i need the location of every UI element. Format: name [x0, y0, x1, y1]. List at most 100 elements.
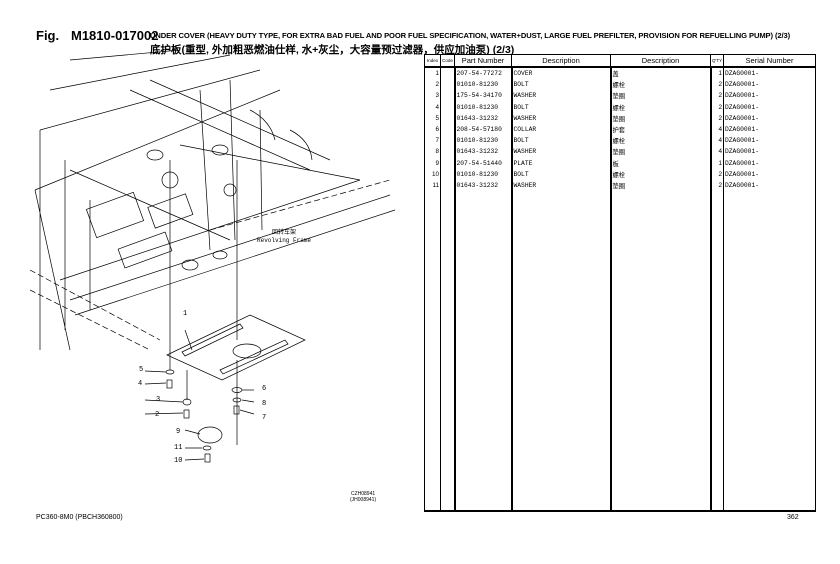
cell-description-cn: 螺栓	[609, 168, 711, 180]
empty-cell	[453, 191, 512, 513]
cell-index: 10	[424, 168, 441, 180]
cell-index: 1	[424, 67, 441, 80]
cell-description-en: WASHER	[510, 90, 611, 102]
empty-cell	[424, 191, 441, 513]
cell-serial-number: DZAG0001-	[723, 168, 816, 180]
cell-serial-number: DZAG0001-	[723, 67, 816, 80]
callout-9: 9	[176, 428, 181, 436]
cell-serial-number: DZAG0001-	[723, 112, 816, 124]
cell-description-en: BOLT	[510, 168, 611, 180]
cell-part-number: 01643-31232	[453, 146, 512, 158]
cell-code	[440, 123, 455, 136]
cell-qty: 2	[709, 79, 724, 91]
table-filler-row	[424, 191, 816, 513]
cell-description-en: BOLT	[510, 135, 611, 147]
header-qty: Q'TY	[710, 54, 724, 68]
cell-description-en: PLATE	[510, 157, 611, 169]
cell-description-cn: 垫圈	[609, 90, 711, 102]
cell-qty: 4	[709, 123, 724, 136]
cell-code	[440, 135, 455, 147]
cell-part-number: 01010-81230	[453, 168, 512, 180]
cell-qty: 2	[709, 112, 724, 124]
cell-serial-number: DZAG0001-	[723, 101, 816, 113]
cell-part-number: 01643-31232	[453, 112, 512, 124]
cell-description-cn: 垫圈	[609, 146, 711, 158]
title-chinese: 底护板(重型, 外加粗恶燃油仕样, 水+灰尘，大容量预过滤器，供应加油泵) (2…	[150, 44, 515, 56]
under-cover-plate	[166, 314, 306, 445]
cell-serial-number: DZAG0001-	[723, 157, 816, 169]
callout-1: 1	[183, 310, 188, 318]
cell-description-cn: 盖	[609, 67, 711, 80]
fasteners	[144, 329, 255, 463]
callout-7: 7	[262, 414, 267, 422]
cell-code	[440, 179, 455, 192]
cell-index: 4	[424, 101, 441, 113]
cell-code	[440, 146, 455, 158]
cell-serial-number: DZAG0001-	[723, 90, 816, 102]
cell-qty: 4	[709, 146, 724, 158]
empty-cell	[510, 191, 611, 513]
header-code: Code	[440, 54, 455, 68]
callout-8: 8	[262, 400, 267, 408]
page-number: 362	[787, 514, 799, 521]
cell-description-en: WASHER	[510, 112, 611, 124]
illustration-code-2: (JH008941)	[350, 497, 377, 503]
cell-code	[440, 90, 455, 102]
cell-description-en: WASHER	[510, 146, 611, 158]
cell-description-cn: 螺栓	[609, 135, 711, 147]
cell-index: 2	[424, 79, 441, 91]
header-index: Index	[424, 54, 441, 68]
cell-code	[440, 112, 455, 124]
cell-description-en: BOLT	[510, 101, 611, 113]
cell-code	[440, 101, 455, 113]
cell-part-number: 207-54-51440	[453, 157, 512, 169]
cell-code	[440, 157, 455, 169]
cell-description-cn: 垫圈	[609, 112, 711, 124]
frame-label-cn: 回转车架	[272, 229, 297, 236]
title-english: UNDER COVER (HEAVY DUTY TYPE, FOR EXTRA …	[150, 31, 791, 40]
cell-qty: 4	[709, 135, 724, 147]
cell-part-number: 207-54-77272	[453, 67, 512, 80]
header-serial-number: Serial Number	[723, 54, 816, 68]
cell-qty: 2	[709, 101, 724, 113]
cell-description-en: COLLAR	[510, 123, 611, 136]
cell-index: 5	[424, 112, 441, 124]
cell-part-number: 01643-31232	[453, 179, 512, 192]
cell-qty: 2	[709, 179, 724, 192]
callout-5: 5	[139, 366, 144, 374]
cell-part-number: 175-54-34170	[453, 90, 512, 102]
cell-serial-number: DZAG0001-	[723, 146, 816, 158]
cell-index: 11	[424, 179, 441, 192]
illustration-code: CZH08941 (JH008941)	[350, 491, 376, 503]
cell-part-number: 01010-81230	[453, 135, 512, 147]
callout-4: 4	[138, 380, 143, 388]
cell-index: 9	[424, 157, 441, 169]
header-part-number: Part Number	[454, 54, 512, 68]
cell-description-cn: 螺栓	[609, 79, 711, 91]
callout-6: 6	[262, 385, 267, 393]
callout-10: 10	[174, 457, 183, 465]
cell-description-en: WASHER	[510, 179, 611, 192]
frame-label-en: Revolving Frame	[257, 237, 312, 244]
cell-description-cn: 护套	[609, 123, 711, 136]
cell-serial-number: DZAG0001-	[723, 179, 816, 192]
cell-index: 6	[424, 123, 441, 136]
fig-number: M1810-017002	[71, 28, 159, 43]
cell-serial-number: DZAG0001-	[723, 123, 816, 136]
cell-serial-number: DZAG0001-	[723, 79, 816, 91]
cell-index: 7	[424, 135, 441, 147]
parts-table: Index Code Part Number Description Descr…	[424, 54, 816, 513]
cell-qty: 2	[709, 90, 724, 102]
cell-description-cn: 板	[609, 157, 711, 169]
cell-description-en: BOLT	[510, 79, 611, 91]
